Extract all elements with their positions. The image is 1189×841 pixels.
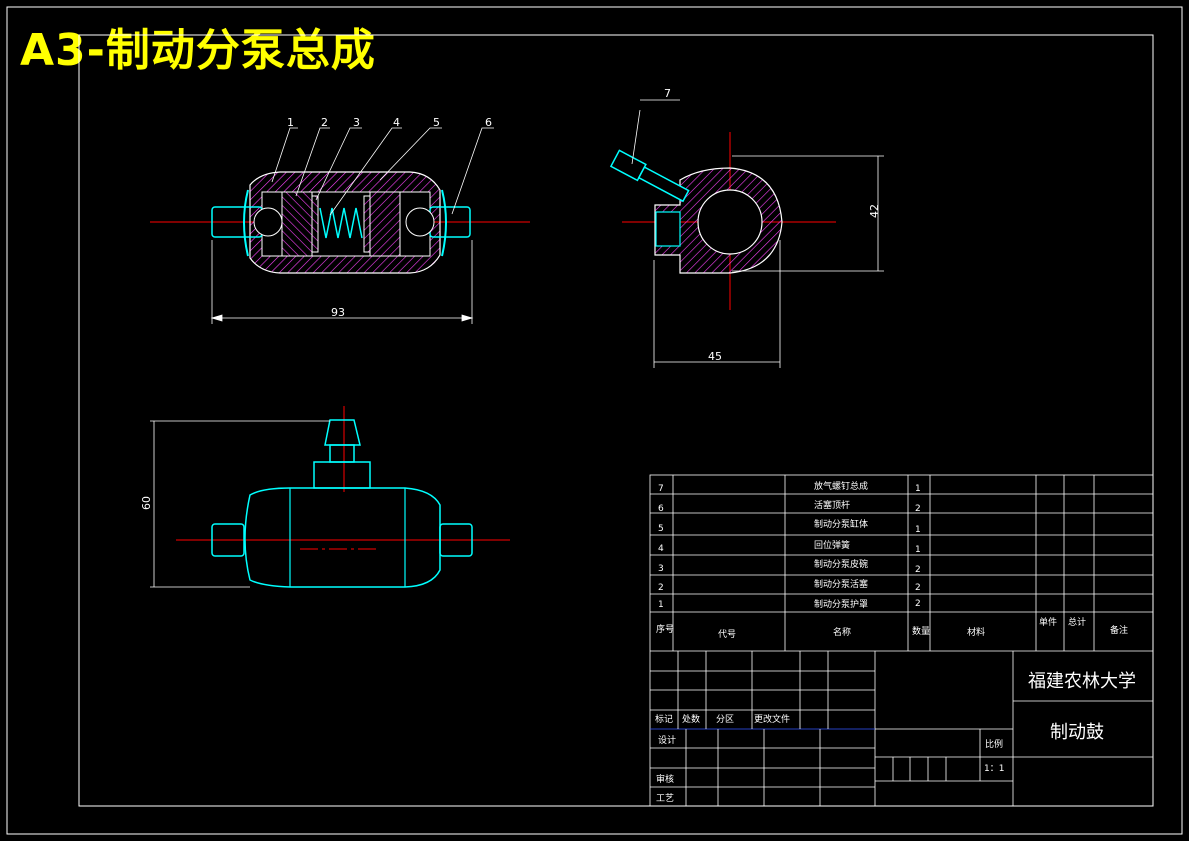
part-qty: 2 <box>915 565 921 575</box>
part-qty: 2 <box>915 599 921 609</box>
outer-frame <box>6 6 1183 835</box>
mark-label: 标记 <box>655 713 673 725</box>
balloon-4: 4 <box>393 116 400 129</box>
inner-frame <box>78 34 1154 807</box>
balloon-3: 3 <box>353 116 360 129</box>
process-label: 工艺 <box>656 793 674 804</box>
header-total: 总计 <box>1068 616 1086 628</box>
header-code: 代号 <box>718 629 736 640</box>
parts-rows: 7 放气螺钉总成 1 6 活塞顶杆 2 5 制动分泵缸体 1 4 回位弹簧 1 … <box>658 480 921 610</box>
drawing-part-name: 制动鼓 <box>1050 722 1104 743</box>
part-no: 4 <box>658 544 664 554</box>
count-label: 处数 <box>682 713 700 725</box>
header-qty: 数量 <box>912 625 930 637</box>
part-name: 制动分泵缸体 <box>814 518 868 530</box>
zone-label: 分区 <box>716 714 734 725</box>
header-unit: 单件 <box>1039 616 1057 628</box>
header-material: 材料 <box>967 626 985 638</box>
balloon-2: 2 <box>321 116 328 129</box>
bottom-outside-view <box>150 406 510 588</box>
part-no: 7 <box>658 484 664 494</box>
part-name: 制动分泵护罩 <box>814 598 868 610</box>
front-section-view <box>150 127 530 324</box>
part-no: 5 <box>658 524 664 534</box>
scale-value: 1：1 <box>984 764 1004 774</box>
part-name: 制动分泵活塞 <box>814 578 868 590</box>
dim-bottom-height: 60 <box>140 496 153 510</box>
part-qty: 1 <box>915 525 921 535</box>
header-name: 名称 <box>833 626 851 638</box>
balloon-1: 1 <box>287 116 294 129</box>
side-section-view <box>609 99 884 368</box>
part-qty: 1 <box>915 484 921 494</box>
dim-side-width: 45 <box>708 350 722 363</box>
part-name: 活塞顶杆 <box>814 499 850 511</box>
header-no: 序号 <box>656 623 674 635</box>
part-name: 放气螺钉总成 <box>814 480 868 492</box>
part-name: 回位弹簧 <box>814 539 850 551</box>
dim-front-width: 93 <box>331 306 345 319</box>
part-no: 2 <box>658 583 664 593</box>
parts-table-grid <box>649 474 1154 807</box>
school-name: 福建农林大学 <box>1028 671 1136 692</box>
part-no: 1 <box>658 600 664 610</box>
part-qty: 2 <box>915 583 921 593</box>
design-label: 设计 <box>658 734 676 746</box>
parts-table-header: 序号 代号 名称 数量 材料 单件 总计 备注 <box>656 616 1128 640</box>
balloon-7: 7 <box>664 87 671 100</box>
balloon-6: 6 <box>485 116 492 129</box>
title-block: 福建农林大学 制动鼓 标记 处数 分区 更改文件 设计 审核 工艺 比例 1：1 <box>655 671 1136 804</box>
part-no: 3 <box>658 564 664 574</box>
dim-side-height: 42 <box>868 204 881 218</box>
header-note: 备注 <box>1110 624 1128 636</box>
part-qty: 2 <box>915 504 921 514</box>
part-qty: 1 <box>915 545 921 555</box>
scale-label: 比例 <box>985 738 1003 750</box>
part-no: 6 <box>658 504 664 514</box>
part-name: 制动分泵皮碗 <box>814 558 868 570</box>
balloon-5: 5 <box>433 116 440 129</box>
review-label: 审核 <box>656 773 674 785</box>
change-doc-label: 更改文件 <box>754 713 790 725</box>
